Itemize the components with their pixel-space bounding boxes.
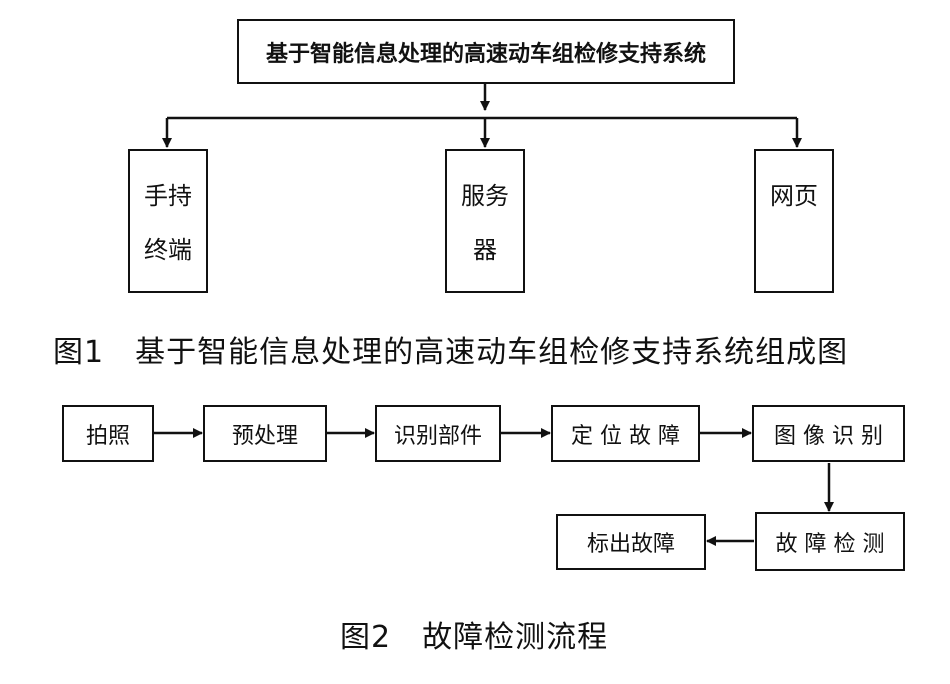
step-image-recognition: 图 像 识 别 (752, 405, 905, 462)
figure2-caption: 图2 故障检测流程 (340, 620, 609, 655)
server-label-line2: 器 (473, 236, 497, 264)
step-mark-fault: 标出故障 (556, 514, 706, 570)
step-locate-fault-label: 定 位 故 障 (571, 423, 680, 449)
root-system-label: 基于智能信息处理的高速动车组检修支持系统 (265, 40, 706, 67)
step-identify-parts-label: 识别部件 (393, 423, 482, 449)
step-photograph-label: 拍照 (85, 423, 130, 449)
step-fault-detection: 故 障 检 测 (755, 512, 905, 571)
step-mark-fault-label: 标出故障 (586, 532, 675, 557)
step-fault-detection-label: 故 障 检 测 (775, 531, 885, 557)
webpage-label: 网页 (770, 182, 818, 210)
figure1-caption: 图1 基于智能信息处理的高速动车组检修支持系统组成图 (53, 335, 849, 370)
step-identify-parts: 识别部件 (375, 405, 501, 462)
step-locate-fault: 定 位 故 障 (551, 405, 700, 462)
webpage-box: 网页 (754, 149, 834, 293)
server-box: 服务 器 (445, 149, 525, 293)
handheld-label-line1: 手持 (144, 182, 192, 210)
server-label-line1: 服务 (461, 182, 509, 210)
step-image-recognition-label: 图 像 识 别 (774, 423, 883, 449)
handheld-label-line2: 终端 (144, 236, 192, 264)
step-preprocess: 预处理 (203, 405, 327, 462)
handheld-terminal-box: 手持 终端 (128, 149, 208, 293)
step-photograph: 拍照 (62, 405, 154, 462)
step-preprocess-label: 预处理 (231, 423, 298, 449)
root-system-box: 基于智能信息处理的高速动车组检修支持系统 (237, 19, 735, 84)
